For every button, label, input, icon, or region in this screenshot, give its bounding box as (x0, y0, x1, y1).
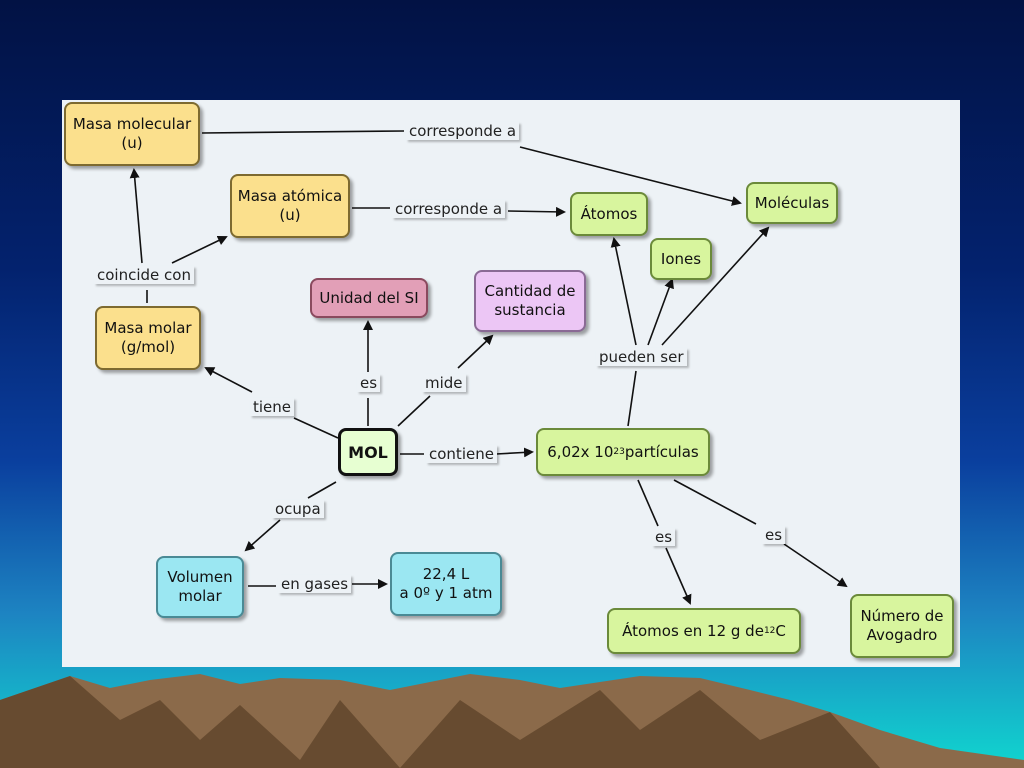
connector-coincide-masa-molecular (129, 168, 143, 264)
particulas-prefix: 6,02x 10 (547, 442, 614, 461)
connector-masa-molecular-corresponde (201, 130, 405, 134)
connector-particulas-es-1 (637, 479, 659, 527)
concept-map-panel: Masa molecular (u) Masa atómica (u) Masa… (62, 100, 960, 667)
connector-es-atomos-12g (665, 547, 692, 605)
concept-map-connectors (129, 130, 848, 605)
connector-mol-tiene (293, 417, 339, 439)
atomos-12g-prefix: Átomos en 12 g de (622, 621, 764, 640)
connector-mol-ocupa (307, 481, 337, 499)
connector-contiene-particulas (495, 447, 534, 458)
connector-mol-mide (397, 395, 431, 427)
node-mol[interactable]: MOL (338, 428, 398, 476)
connector-tiene-masa-molar (204, 367, 253, 393)
particulas-suffix: partículas (624, 442, 699, 461)
connector-corresponde-atomos (507, 206, 566, 217)
link-corresponde-a-2[interactable]: corresponde a (392, 200, 506, 218)
link-es-1[interactable]: es (357, 374, 381, 392)
connector-pueden-moleculas (661, 226, 770, 346)
link-contiene[interactable]: contiene (426, 445, 497, 463)
connector-particulas-es-2 (673, 479, 757, 525)
node-volumen-valor[interactable]: 22,4 L a 0º y 1 atm (390, 552, 502, 616)
node-masa-molar[interactable]: Masa molar (g/mol) (95, 306, 201, 370)
link-ocupa[interactable]: ocupa (272, 500, 324, 518)
link-en-gases[interactable]: en gases (278, 575, 352, 593)
link-mide[interactable]: mide (422, 374, 466, 392)
node-masa-molecular[interactable]: Masa molecular (u) (64, 102, 200, 166)
node-unidad-si[interactable]: Unidad del SI (310, 278, 428, 318)
connector-pueden-iones (647, 278, 674, 346)
node-cantidad-sustancia[interactable]: Cantidad de sustancia (474, 270, 586, 332)
node-numero-avogadro[interactable]: Número de Avogadro (850, 594, 954, 658)
connector-coincide-masa-atomica (171, 235, 228, 264)
link-es-2[interactable]: es (652, 528, 676, 546)
connector-ocupa-volumen (244, 519, 281, 552)
link-coincide-con[interactable]: coincide con (94, 266, 194, 284)
link-corresponde-a-1[interactable]: corresponde a (406, 122, 520, 140)
node-moleculas[interactable]: Moléculas (746, 182, 838, 224)
connector-mide-cantidad (457, 334, 494, 369)
link-pueden-ser[interactable]: pueden ser (596, 348, 687, 366)
connector-particulas-pueden (627, 370, 637, 427)
link-es-3[interactable]: es (762, 526, 786, 544)
connector-es-avogadro (783, 543, 848, 588)
link-tiene[interactable]: tiene (250, 398, 295, 416)
node-atomos[interactable]: Átomos (570, 192, 648, 236)
node-iones[interactable]: Iones (650, 238, 712, 280)
node-masa-atomica[interactable]: Masa atómica (u) (230, 174, 350, 238)
connector-corresponde-moleculas (519, 146, 742, 206)
mountain-shadow (0, 676, 880, 768)
connector-pueden-atomos (610, 237, 637, 346)
node-volumen-molar[interactable]: Volumen molar (156, 556, 244, 618)
atomos-12g-suffix: C (775, 621, 786, 640)
